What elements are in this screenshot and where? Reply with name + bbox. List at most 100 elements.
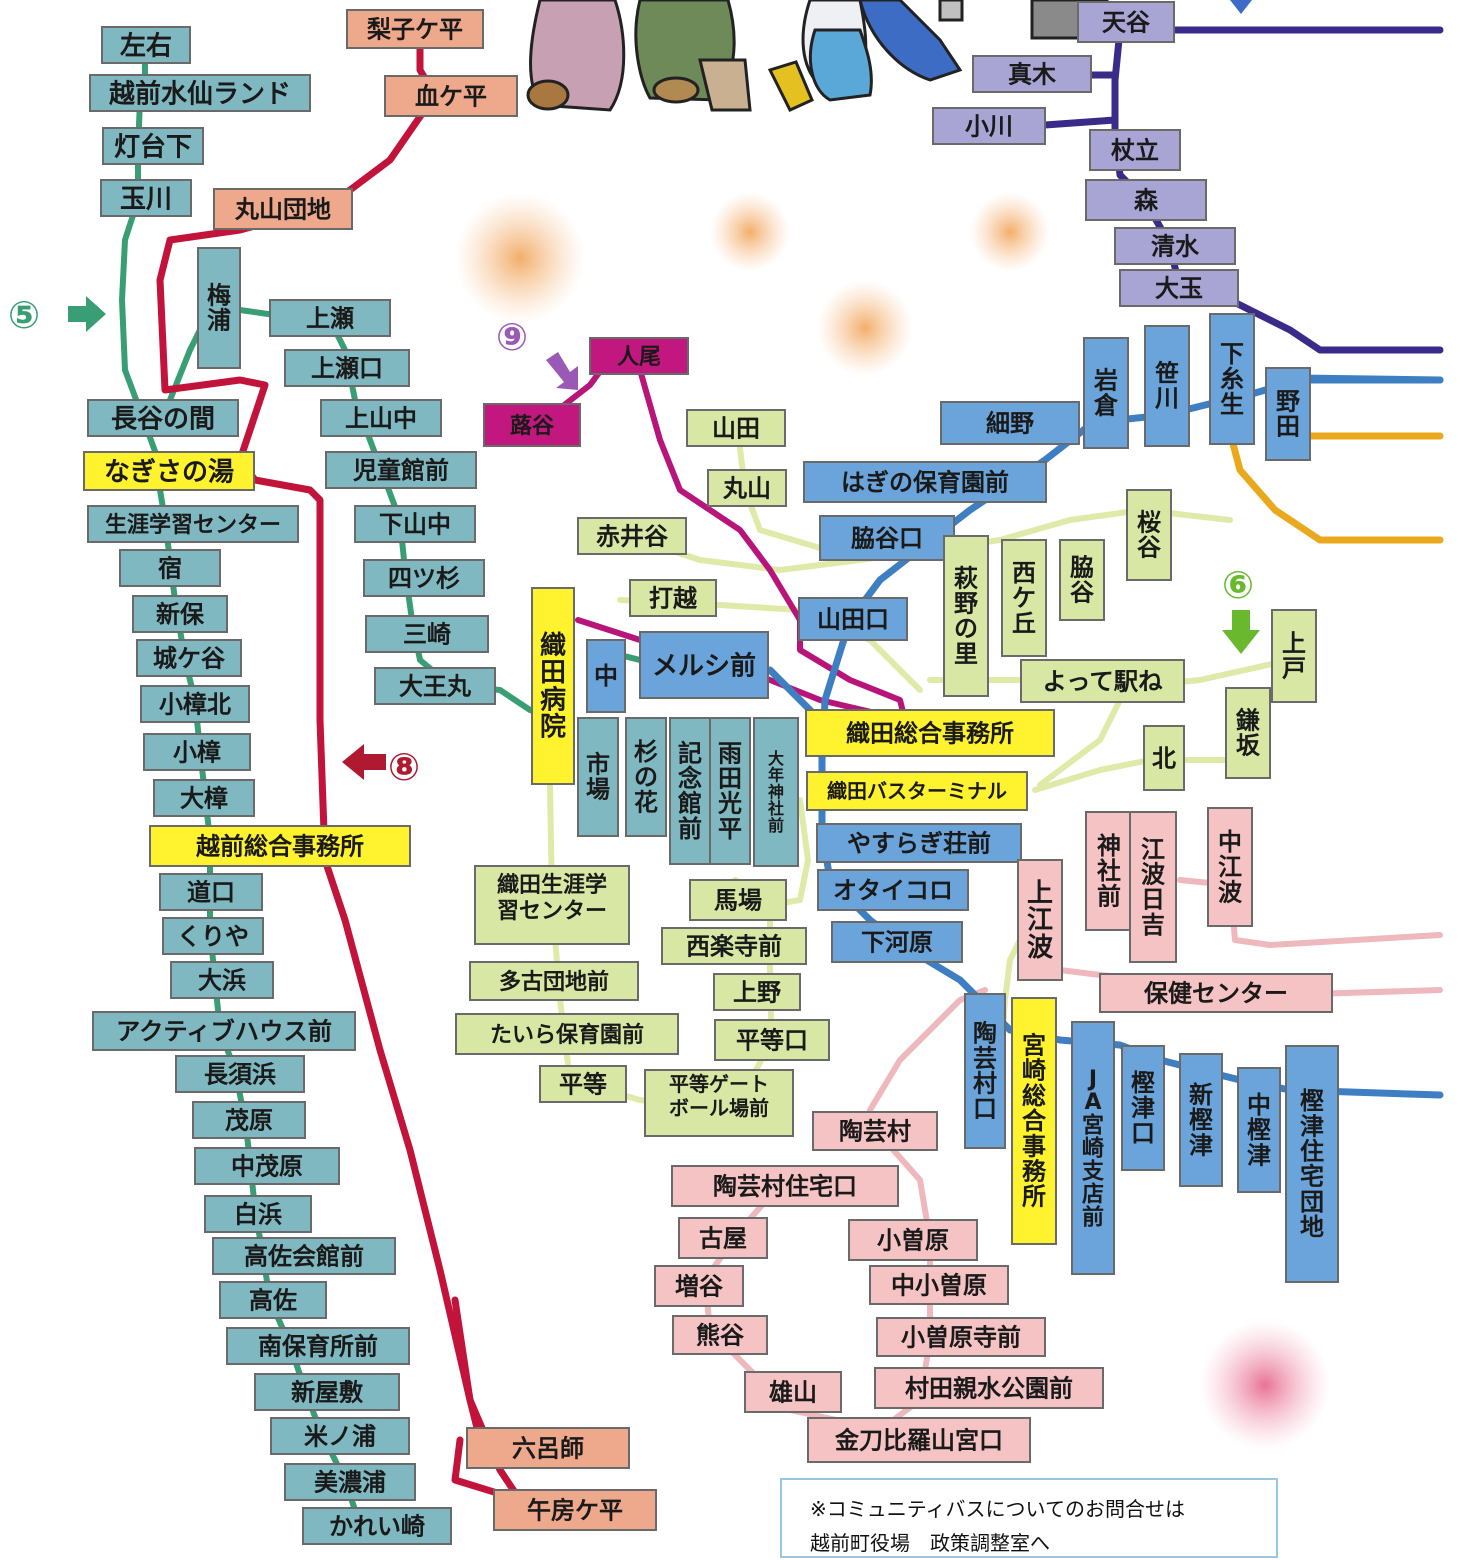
inquiry-notice: ※コミュニティバスについてのお問合せは 越前町役場 政策調整室へ	[780, 1478, 1278, 1558]
stop-label: 鎌坂	[1236, 706, 1261, 759]
bus-stop-s58: 織田総合事務所	[805, 709, 1055, 757]
bus-stop-s38: 上山中	[320, 399, 442, 437]
stop-label: 三崎	[403, 621, 451, 649]
stop-label: 天谷	[1102, 9, 1151, 37]
stop-box	[625, 717, 667, 837]
stop-label: 陶芸村	[839, 1118, 911, 1146]
stop-box	[644, 1069, 794, 1137]
bus-stop-s27: 米ノ浦	[270, 1417, 410, 1455]
bus-stop-s16: くりや	[162, 917, 264, 955]
stop-box	[589, 337, 689, 375]
stop-box	[159, 873, 263, 911]
bus-stop-s80: 野田	[1265, 367, 1311, 461]
bus-stop-s65: たいら保育園前	[455, 1013, 679, 1055]
stop-label: 馬場	[714, 887, 762, 915]
stop-label: 金刀比羅山宮口	[834, 1427, 1003, 1455]
glow-decoration	[455, 193, 585, 323]
stop-box	[531, 587, 575, 785]
bus-stop-s104: 新樫津	[1179, 1053, 1223, 1187]
stop-label: 小樟	[173, 739, 221, 767]
bus-stop-s32: 丸山団地	[213, 188, 353, 230]
stop-box	[213, 188, 353, 230]
stop-box	[874, 1367, 1104, 1409]
bus-stop-s19: 長須浜	[175, 1055, 305, 1093]
stop-box	[149, 825, 411, 867]
stop-label: 梅浦	[207, 281, 231, 334]
stop-box	[212, 1237, 396, 1275]
bus-stop-s107: 陶芸村	[812, 1111, 938, 1151]
glow-decoration	[970, 192, 1050, 272]
notice-line-1: ※コミュニティバスについてのお問合せは	[810, 1497, 1185, 1521]
bus-stop-s76: 細野	[940, 401, 1080, 445]
stop-box	[1077, 1, 1175, 43]
stop-label: 小曽原寺前	[901, 1324, 1021, 1352]
stop-label: オタイコロ	[833, 877, 953, 905]
stop-label: 平等口	[736, 1027, 808, 1055]
stop-box	[1237, 1067, 1281, 1193]
bus-stop-s23: 高佐会館前	[212, 1237, 396, 1275]
stop-box	[672, 1315, 768, 1355]
stop-box	[1020, 659, 1185, 703]
bus-stop-s48: 赤井谷	[577, 517, 687, 555]
bus-stop-s5: 長谷の間	[87, 399, 239, 437]
bus-stop-s22: 白浜	[204, 1195, 312, 1233]
stop-box	[365, 615, 489, 653]
bus-stop-s21: 中茂原	[194, 1147, 340, 1185]
cartoon-characters-illustration	[526, 0, 964, 112]
stop-label: 真木	[1008, 61, 1057, 89]
stop-box	[713, 973, 801, 1011]
arrow-right-icon	[68, 296, 106, 332]
bus-stop-s18: アクティブハウス前	[92, 1011, 356, 1051]
stop-label: 脇谷口	[851, 525, 923, 553]
stop-label: 六呂師	[512, 1435, 584, 1463]
stop-box	[87, 399, 239, 437]
stop-box	[1001, 539, 1047, 657]
stop-box	[102, 127, 204, 165]
bus-stop-s88: よって駅ね	[1020, 659, 1185, 703]
bus-stop-s7: 生涯学習センター	[87, 505, 299, 543]
stop-box	[798, 597, 908, 641]
bus-stop-s72: 杖立	[1089, 129, 1181, 171]
stop-box	[140, 685, 250, 723]
stop-label: 城ケ谷	[153, 645, 226, 673]
stop-label: 上野	[733, 979, 781, 1007]
stop-label: 下糸生	[1220, 340, 1244, 418]
stop-box	[805, 709, 1055, 757]
stop-box	[689, 879, 787, 921]
stop-box	[671, 1165, 899, 1207]
stop-label: 高佐会館前	[244, 1243, 364, 1271]
stop-box	[1144, 325, 1190, 447]
stop-box	[714, 1019, 830, 1061]
bus-stop-s73: 森	[1085, 179, 1207, 221]
bus-stop-s63: 多古団地前	[469, 961, 639, 1001]
stop-box	[639, 631, 769, 699]
stop-box	[972, 55, 1092, 93]
bus-stop-s83: 山田口	[798, 597, 908, 641]
stop-label: 上戸	[1282, 629, 1306, 682]
stop-box	[629, 579, 717, 617]
bus-stop-s2: 越前水仙ランド	[89, 74, 311, 112]
route-8-label: ⑧	[388, 745, 420, 789]
bus-stop-s115: 雄山	[744, 1371, 842, 1413]
bus-stop-s43: 大王丸	[374, 667, 496, 705]
stop-box	[1143, 725, 1185, 791]
stop-box	[83, 451, 255, 491]
bus-stop-s82: 脇谷口	[819, 515, 955, 561]
stop-box	[744, 1371, 842, 1413]
bus-stop-s96: 神社前	[1085, 811, 1133, 931]
bus-stop-s50: 織田病院	[531, 587, 575, 785]
stop-box	[876, 1317, 1046, 1357]
stop-label: 陶芸村住宅口	[713, 1173, 857, 1201]
bus-stop-s81: はぎの保育園前	[803, 461, 1047, 503]
stop-box	[753, 717, 799, 867]
bus-stop-s52: メルシ前	[639, 631, 769, 699]
bus-stop-s109: 古屋	[678, 1217, 768, 1259]
stop-box	[1126, 489, 1172, 581]
stop-label: 灯台下	[114, 131, 192, 162]
stop-box	[363, 559, 485, 597]
bus-stop-s13: 大樟	[153, 779, 255, 817]
route-9-marker: ⑨	[496, 315, 578, 390]
stop-label: 血ケ平	[415, 83, 487, 111]
stop-label: 中	[594, 662, 618, 690]
stop-box	[269, 299, 391, 337]
